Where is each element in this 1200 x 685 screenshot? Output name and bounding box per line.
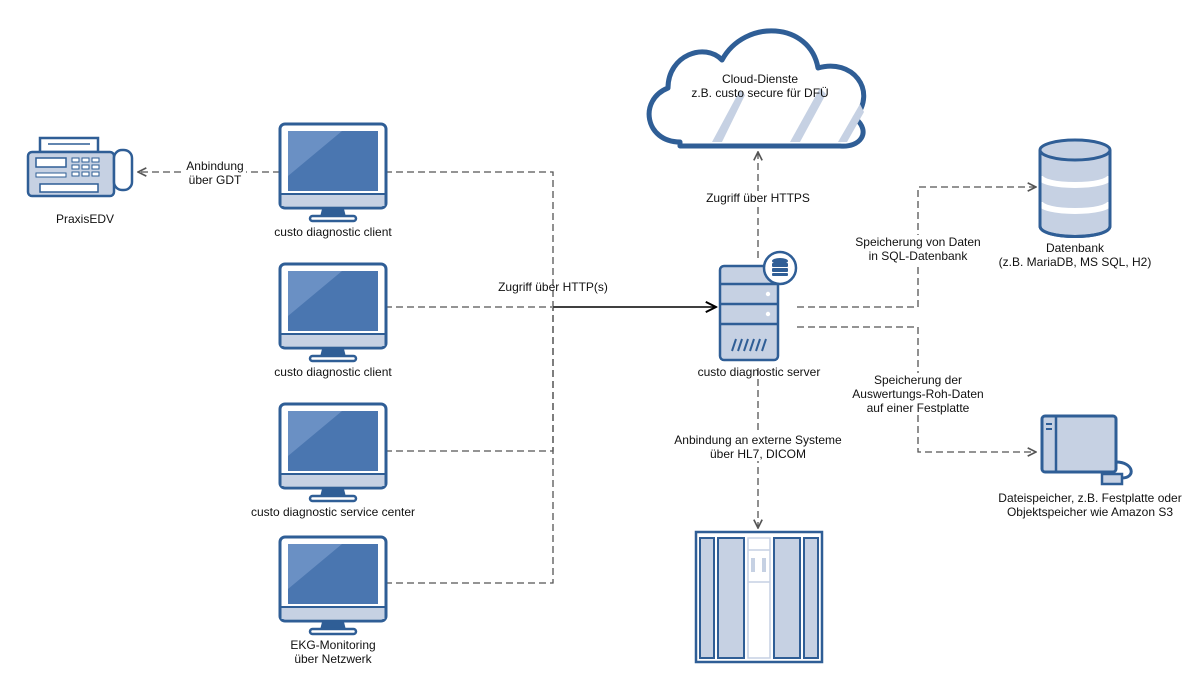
- client2-label: custo diagnostic client: [274, 365, 392, 379]
- edge-client1-to-bus: [385, 171, 554, 306]
- server-rack-icon: [694, 530, 824, 664]
- server-label: custo diagnostic server: [697, 365, 821, 379]
- edge-https-label: Zugriff über HTTPS: [704, 191, 812, 205]
- edge-external-label: Anbindung an externe Systeme über HL7, D…: [672, 433, 844, 461]
- fax-machine-icon: [26, 136, 134, 198]
- desktop-monitor-icon: [278, 122, 388, 223]
- edge-sql-label: Speicherung von Daten in SQL-Datenbank: [853, 235, 983, 263]
- edge-ekg-to-bus: [385, 308, 554, 584]
- ekg-label: EKG-Monitoring über Netzwerk: [290, 638, 376, 666]
- edge-http-label: Zugriff über HTTP(s): [498, 280, 608, 294]
- edge-disk-label: Speicherung der Auswertungs-Roh-Daten au…: [850, 373, 986, 415]
- desktop-monitor-icon: [278, 535, 388, 636]
- external-drive-icon: [1040, 414, 1133, 486]
- desktop-monitor-icon: [278, 402, 388, 503]
- edge-server-to-storage: [797, 326, 1036, 452]
- server-database-icon: [718, 250, 798, 362]
- client1-label: custo diagnostic client: [274, 225, 392, 239]
- storage-label: Dateispeicher, z.B. Festplatte oder Obje…: [998, 491, 1182, 519]
- desktop-monitor-icon: [278, 262, 388, 363]
- database-label: Datenbank (z.B. MariaDB, MS SQL, H2): [998, 241, 1152, 269]
- cloud-label: Cloud-Dienste z.B. custo secure für DFÜ: [691, 72, 829, 100]
- praxis-label: PraxisEDV: [55, 212, 114, 226]
- edge-gdt-label: Anbindung über GDT: [184, 159, 246, 187]
- database-cylinder-icon: [1037, 138, 1113, 238]
- edge-servicecenter-to-bus: [385, 308, 554, 452]
- cloud-icon: [646, 28, 867, 149]
- service-center-label: custo diagnostic service center: [250, 505, 416, 519]
